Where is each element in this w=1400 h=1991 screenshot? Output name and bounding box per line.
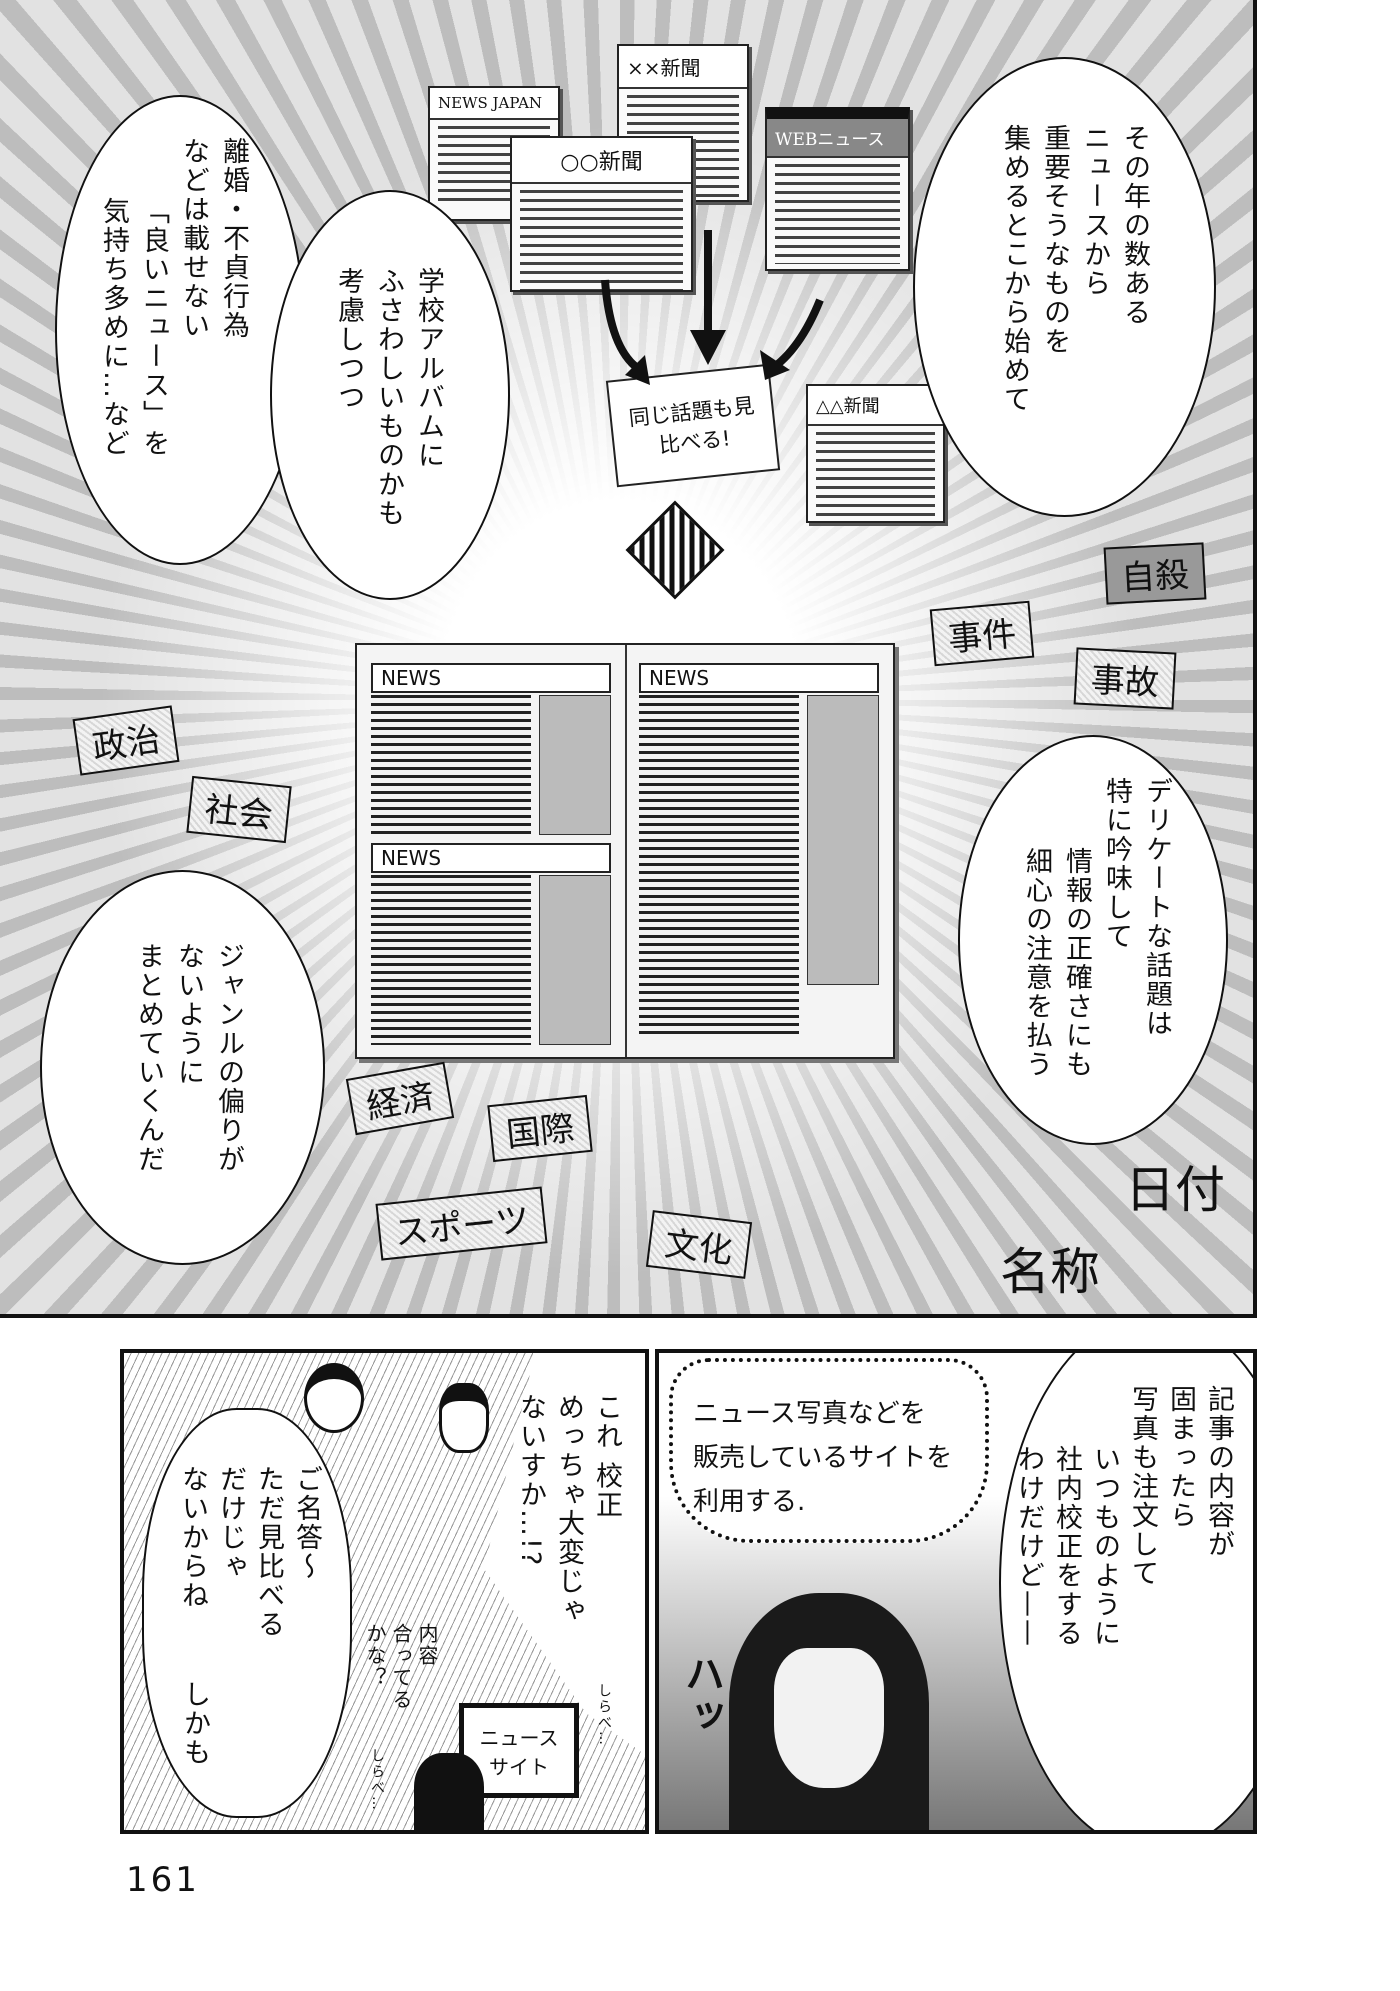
top-panel: NEWS JAPAN ××新聞 ○○新聞 WEBニュース △△新聞 同じ話題も見… <box>0 0 1257 1318</box>
label-date: 日付 <box>1125 1161 1225 1219</box>
thought-line: 販売しているサイトを <box>693 1443 953 1473</box>
newspaper-triangle: △△新聞 <box>806 384 945 523</box>
newspaper-title: ○○新聞 <box>512 138 691 184</box>
thought-line: ニュース写真などを <box>693 1399 926 1429</box>
bubble-line: などは載せない <box>178 137 209 340</box>
bubble-line: ふさわしいものかも <box>373 267 404 528</box>
newspaper-web: WEBニュース <box>765 107 910 271</box>
bubble-line: 集めるとこから始めて <box>999 124 1030 414</box>
speech-bubble-right: 記事の内容が固まったら写真も注文して いつものように社内校正をするわけだけど—— <box>999 1353 1253 1830</box>
newspaper-title: ××新聞 <box>619 46 747 89</box>
tag-sports: スポーツ <box>375 1186 548 1261</box>
bubble-line: 気持ち多めに…など <box>98 197 129 458</box>
bubble-line: ないように <box>173 942 204 1087</box>
bubble-line: ニュースから <box>1079 124 1110 298</box>
bubble-line: 記事の内容が <box>1203 1385 1234 1559</box>
speech-question: これ 校正めっちゃ大変じゃないすか…!? <box>511 1393 625 1625</box>
page-number: 161 <box>126 1860 200 1900</box>
bubble-line: 固まったら <box>1165 1385 1196 1530</box>
bubble-line: 社内校正をする <box>1051 1445 1082 1648</box>
bubble-line: 写真も注文して <box>1127 1385 1158 1588</box>
tag-politics: 政治 <box>72 705 180 776</box>
character-glasses <box>304 1363 364 1433</box>
mutter-text: 内容合ってるかな？ <box>362 1623 440 1711</box>
tag-culture: 文化 <box>645 1210 753 1279</box>
monitor-text: サイト <box>489 1754 549 1779</box>
character-back <box>414 1753 484 1830</box>
newspaper-oo: ○○新聞 <box>510 136 693 292</box>
spread-header: NEWS <box>371 843 611 873</box>
mutter-line: かな？ <box>363 1623 387 1689</box>
tag-society: 社会 <box>186 775 292 844</box>
bubble-line: まとめていくんだ <box>133 942 164 1174</box>
speech-bubble-answer: ご名答〜ただ見比べるだけじゃないからね しかも <box>142 1408 352 1818</box>
arrows-icon <box>601 230 824 385</box>
tag-economy: 経済 <box>345 1061 455 1136</box>
bubble-line: 学校アルバムに <box>413 267 444 470</box>
speech-bubble-genre: ジャンルの偏りがないようにまとめていくんだ <box>40 870 325 1265</box>
bubble-line: その年の数ある <box>1119 124 1150 327</box>
sfx-ha: ハッ <box>678 1653 724 1737</box>
speech-bubble-album: 学校アルバムにふさわしいものかも考慮しつつ <box>270 190 510 600</box>
sfx-shirabe-1: しらべ… <box>596 1683 612 1747</box>
speech-bubble-filter: 離婚・不貞行為などは載せない「良いニュース」を気持ち多めに…など <box>55 95 305 565</box>
bubble-line: ご名答〜 <box>291 1465 322 1581</box>
tag-incident: 事件 <box>929 600 1035 667</box>
tag-suicide: 自殺 <box>1103 542 1207 605</box>
bubble-line: だけじゃ <box>215 1465 246 1581</box>
label-name: 名称 <box>1000 1243 1100 1301</box>
bubble-line: ないすか…!? <box>515 1393 546 1568</box>
sfx-shirabe-2: しらべ… <box>369 1748 385 1812</box>
newspaper-spread: NEWS NEWS NEWS <box>355 643 895 1059</box>
bubble-line: いつものように <box>1089 1445 1120 1648</box>
newspaper-title: WEBニュース <box>767 119 908 158</box>
mutter-line: 合ってる <box>389 1623 413 1711</box>
bubble-line: 考慮しつつ <box>333 267 364 412</box>
mutter-line: 内容 <box>415 1623 439 1667</box>
bubble-line: 重要そうなものを <box>1039 124 1070 356</box>
newspaper-title: △△新聞 <box>808 386 943 426</box>
thought-line: 利用する. <box>693 1487 806 1517</box>
bubble-line: 離婚・不貞行為 <box>218 137 249 340</box>
dotted-thought-bubble: ニュース写真などを販売しているサイトを利用する. <box>669 1358 989 1543</box>
bubble-line: 細心の注意を払う <box>1021 847 1052 1079</box>
tag-accident: 事故 <box>1073 647 1177 710</box>
bubble-line: ないからね <box>177 1465 208 1610</box>
spread-header: NEWS <box>371 663 611 693</box>
bubble-line: これ 校正 <box>591 1393 622 1520</box>
bubble-line: デリケートな話題は <box>1141 777 1172 1038</box>
character-woman-closeup <box>729 1593 929 1830</box>
monitor-text: ニュース <box>479 1725 559 1750</box>
bubble-line: わけだけど—— <box>1013 1445 1044 1648</box>
bubble-line: しかも <box>179 1680 210 1767</box>
bubble-line: 特に吟味して <box>1101 777 1132 951</box>
speech-bubble-collect: その年の数あるニュースから重要そうなものを集めるとこから始めて <box>913 57 1216 517</box>
bubble-line: 情報の正確さにも <box>1061 847 1092 1079</box>
character-woman <box>439 1383 489 1453</box>
bubble-line: ただ見比べる <box>253 1465 284 1639</box>
bubble-line: ジャンルの偏りが <box>213 942 244 1174</box>
big-arrow-icon <box>625 500 725 600</box>
newspaper-title: NEWS JAPAN <box>430 88 558 120</box>
bottom-left-panel: これ 校正めっちゃ大変じゃないすか…!? ご名答〜ただ見比べるだけじゃないからね… <box>120 1349 649 1834</box>
spread-header: NEWS <box>639 663 879 693</box>
bubble-line: めっちゃ大変じゃ <box>553 1393 584 1625</box>
speech-bubble-delicate: デリケートな話題は特に吟味して情報の正確さにも細心の注意を払う <box>958 735 1228 1145</box>
bubble-line: 「良いニュース」を <box>138 197 169 458</box>
bottom-right-panel: ニュース写真などを販売しているサイトを利用する. ハッ 記事の内容が固まったら写… <box>655 1349 1257 1834</box>
tag-international: 国際 <box>487 1094 593 1163</box>
